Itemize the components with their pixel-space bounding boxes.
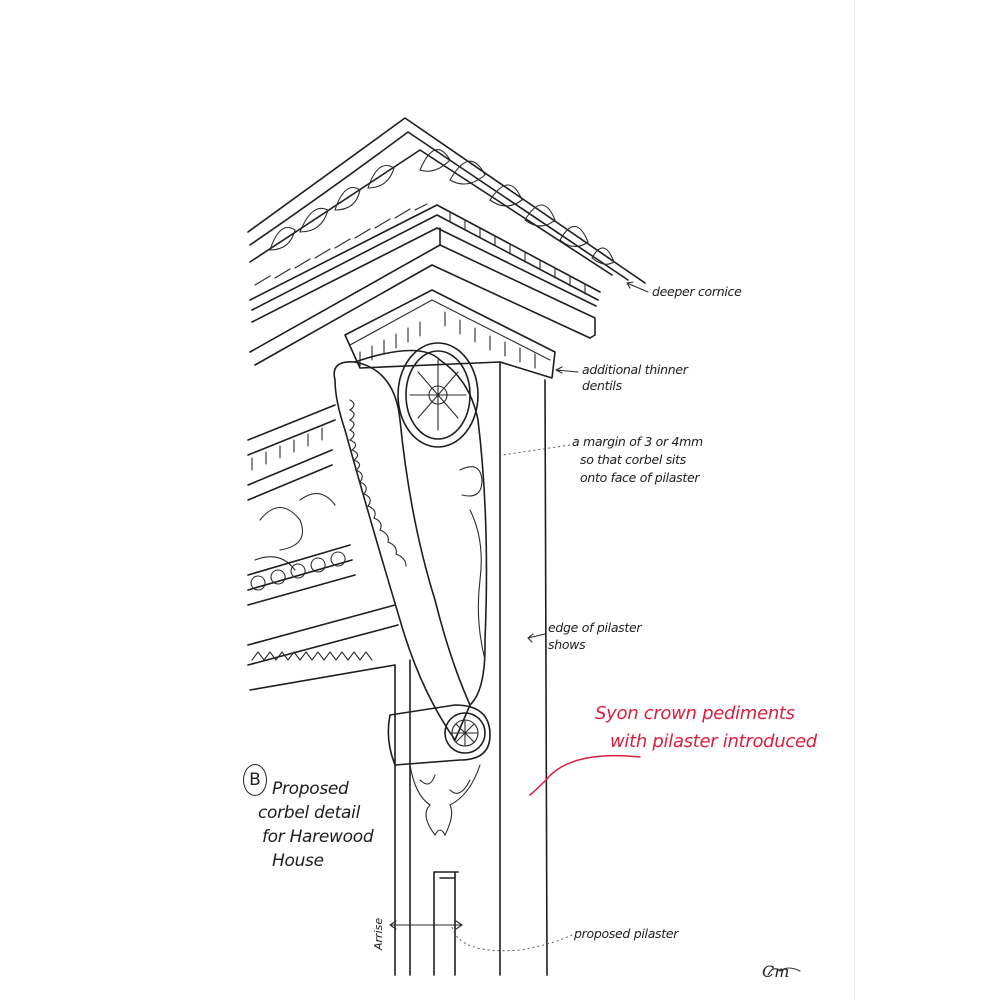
proposed-pilaster-note: proposed pilaster <box>574 926 679 941</box>
red-note-line-1: Syon crown pediments <box>595 703 795 724</box>
title-line-3: for Harewood <box>262 827 374 847</box>
red-note-line-2: with pilaster introduced <box>610 731 817 752</box>
paper-edge <box>854 0 855 1000</box>
edge-note-line-1: edge of pilaster <box>548 620 642 635</box>
pilaster <box>249 361 548 976</box>
detail-badge: B <box>243 764 267 796</box>
cornice <box>247 117 646 366</box>
corbel <box>333 342 491 837</box>
dentils-note-line-2: dentils <box>582 378 622 393</box>
margin-note-line-2: so that corbel sits <box>580 452 686 467</box>
frieze <box>247 404 399 666</box>
title-line-4: House <box>272 851 324 871</box>
margin-note-line-3: onto face of pilaster <box>580 470 700 485</box>
margin-note-line-1: a margin of 3 or 4mm <box>572 434 703 449</box>
deeper-cornice-note: deeper cornice <box>652 284 742 299</box>
dentils-note-line-1: additional thinner <box>582 362 688 377</box>
leader-lines <box>451 281 801 976</box>
edge-note-line-2: shows <box>548 637 586 652</box>
arrise-label: Arrise <box>372 917 385 950</box>
dentil-block <box>344 289 556 379</box>
signature: Cm <box>762 962 790 981</box>
title-line-1: Proposed <box>272 779 349 799</box>
title-line-2: corbel detail <box>258 803 360 823</box>
